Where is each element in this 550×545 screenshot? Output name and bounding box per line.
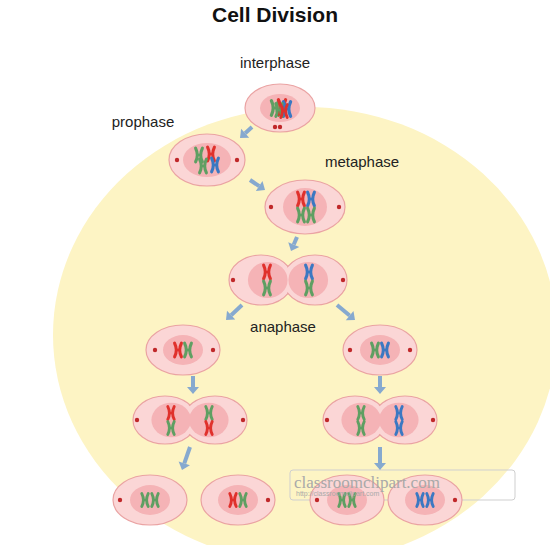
- step-arrow: [337, 305, 355, 320]
- cell: [245, 84, 315, 132]
- chromosome: [230, 494, 236, 507]
- step-arrow: [374, 376, 386, 394]
- chromosome: [396, 422, 402, 435]
- chromosome: [206, 422, 212, 435]
- chromosome: [358, 407, 364, 420]
- dividing-cell: [229, 255, 347, 305]
- chromosome: [212, 158, 219, 172]
- chromosome: [427, 494, 433, 507]
- chromosome: [358, 422, 364, 435]
- step-arrow: [187, 376, 199, 394]
- chromosome: [298, 208, 305, 222]
- chromosome: [200, 159, 207, 173]
- chromosome: [308, 208, 315, 222]
- cell: [343, 325, 417, 375]
- chromosome: [240, 494, 246, 507]
- cell: [113, 475, 187, 525]
- chromosome: [168, 422, 174, 435]
- chromosome: [142, 494, 148, 507]
- step-arrow: [374, 447, 386, 470]
- chromosome: [175, 343, 182, 357]
- dividing-cell: [133, 396, 247, 444]
- chromosome: [168, 407, 174, 420]
- watermark-url: http://classroomclipart.com: [296, 490, 379, 498]
- chromosome: [185, 343, 192, 357]
- step-arrow: [288, 237, 299, 251]
- chromosome: [396, 407, 402, 420]
- chromosome: [152, 494, 158, 507]
- stage-label: prophase: [112, 113, 175, 130]
- watermark: classroomclipart.com: [294, 473, 440, 493]
- step-arrow: [240, 127, 252, 138]
- cell: [201, 475, 275, 525]
- chromosome: [298, 192, 305, 206]
- cell: [169, 134, 245, 186]
- cell: [146, 325, 220, 375]
- stage-label: interphase: [240, 54, 310, 71]
- cell: [265, 180, 345, 234]
- chromosome: [306, 265, 313, 279]
- chromosome: [308, 192, 315, 206]
- chromosome: [281, 105, 287, 118]
- diagram-title: Cell Division: [212, 3, 338, 27]
- background-ellipse: [53, 107, 550, 545]
- chromosome: [264, 265, 271, 279]
- chromosome: [264, 281, 271, 295]
- dividing-cell: [323, 396, 437, 444]
- chromosome: [417, 494, 423, 507]
- chromosome: [206, 407, 212, 420]
- chromosome: [382, 343, 389, 357]
- step-arrow: [226, 305, 242, 320]
- chromosome: [276, 104, 282, 117]
- chromosome: [306, 281, 313, 295]
- step-arrow: [179, 447, 190, 470]
- chromosome: [372, 343, 379, 357]
- stage-label: metaphase: [325, 153, 399, 170]
- stage-label: anaphase: [250, 318, 316, 335]
- step-arrow: [250, 180, 265, 191]
